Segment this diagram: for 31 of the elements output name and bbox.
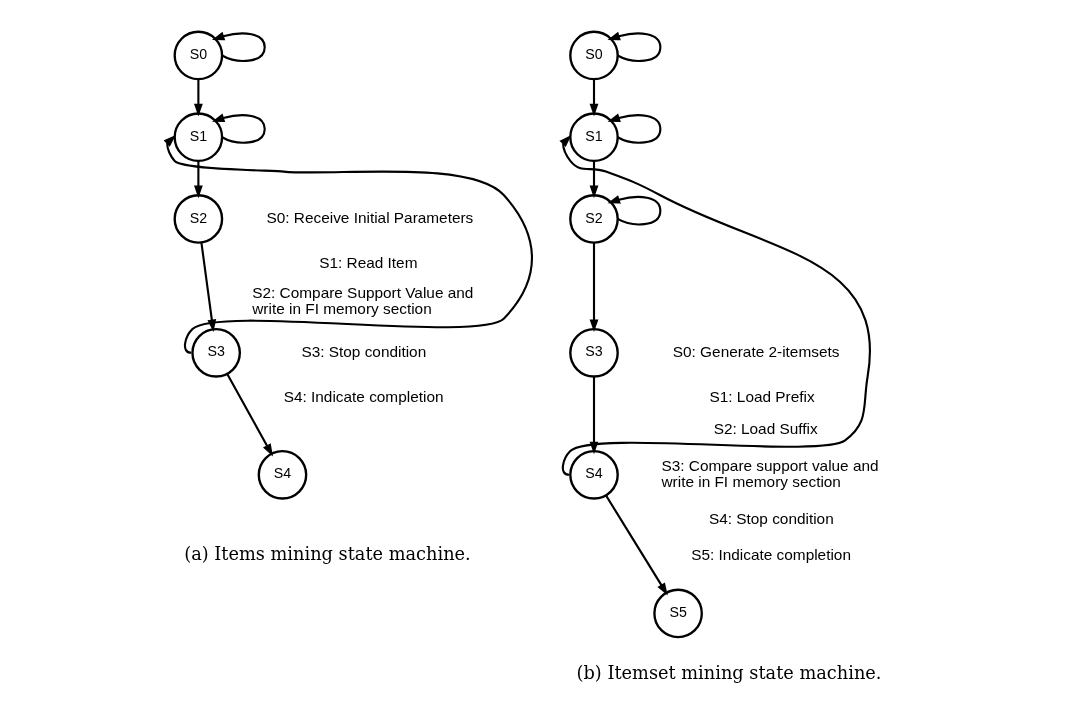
arrow [193,160,203,199]
arrow [211,31,266,62]
arrow [226,373,273,457]
arrow [559,134,871,476]
node-circle: S3 [569,327,619,378]
label: S2: Load Suffix [713,419,818,437]
label: (b) Itemset mining state machine. [576,662,882,683]
label: S4: Indicate completion [283,387,444,405]
arrow [589,242,599,333]
node-circle: S2 [173,194,224,244]
label: S1: Load Prefix [709,387,815,405]
arrow [607,195,662,226]
arrow [589,79,599,117]
label: S4: Stop condition [708,509,834,527]
label: S5: Indicate completion [691,545,851,563]
arrow [605,494,668,596]
arrow [607,31,662,62]
label: S0: Receive Initial Parameters [266,208,474,226]
label: S3: Compare support value and write in FI memory section [661,456,879,491]
node-circle: S4 [257,449,308,500]
node-circle: S4 [569,449,619,500]
arrow [607,113,662,144]
node-circle: S3 [191,327,242,378]
label: S0: Generate 2-itemsets [672,342,840,360]
label: S1: Read Item [319,253,418,271]
arrow [589,160,599,199]
label: S3: Stop condition [301,342,427,360]
node-circle: S5 [653,588,703,639]
label: S2: Compare Support Value and write in FI memory section [252,283,474,318]
arrow [211,113,266,144]
arrow [193,79,203,117]
